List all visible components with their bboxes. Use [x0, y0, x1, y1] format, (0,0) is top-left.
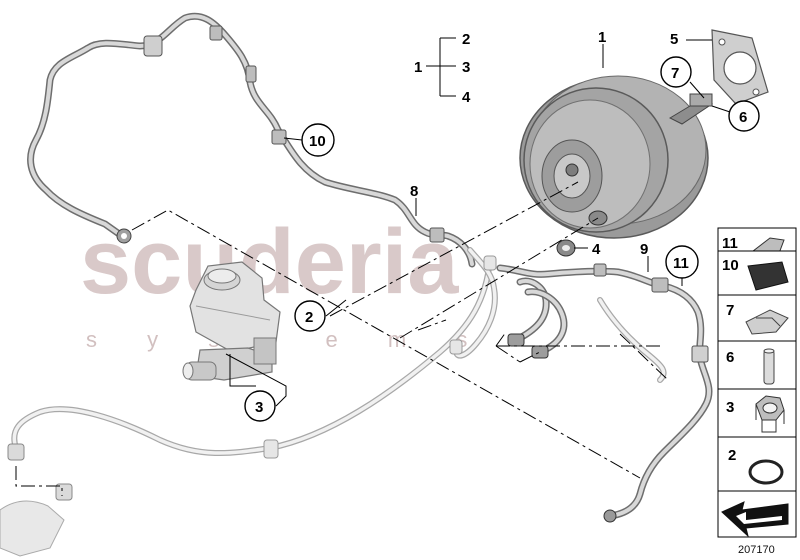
callout-10: 10 — [309, 133, 326, 150]
bracket-label-2: 2 — [462, 31, 470, 48]
callout-2-marker: 2 — [294, 300, 326, 332]
legend-num-7: 7 — [726, 302, 734, 319]
callout-11: 11 — [673, 255, 689, 272]
callout-11-marker: 11 — [665, 245, 699, 279]
callout-7: 7 — [671, 65, 679, 82]
callout-5: 5 — [670, 31, 678, 48]
hex-nut-icon — [755, 395, 785, 433]
spring-clip-icon — [745, 309, 789, 335]
vacuum-hose-upper — [27, 12, 476, 268]
pin-icon — [763, 348, 775, 385]
gasket — [711, 29, 769, 105]
callout-1: 1 — [598, 29, 606, 46]
legend-num-6: 6 — [726, 349, 734, 366]
callout-6: 6 — [739, 109, 747, 126]
leader-lines — [225, 39, 731, 407]
diagram-id: 207170 — [738, 544, 775, 556]
brake-lines-right — [496, 263, 713, 523]
bracket-label-1: 1 — [414, 59, 422, 76]
callout-7-marker: 7 — [660, 56, 692, 88]
callout-2: 2 — [305, 309, 313, 326]
callout-9: 9 — [640, 241, 648, 258]
brake-booster — [519, 75, 714, 239]
legend-num-2: 2 — [728, 447, 736, 464]
foam-pad-icon — [747, 261, 789, 291]
brake-fluid-reservoir — [182, 261, 281, 381]
watermark-main: scuderia — [80, 211, 459, 313]
watermark-sub: s y s t e m s — [86, 327, 489, 352]
legend-num-11: 11 — [722, 235, 738, 252]
reference-lines — [15, 181, 669, 496]
callout-10-marker: 10 — [301, 123, 335, 157]
o-ring-icon — [748, 459, 784, 485]
callout-4: 4 — [592, 241, 601, 258]
bracket-label-4: 4 — [462, 89, 471, 106]
legend-box-3 — [717, 388, 797, 438]
parts-legend: 11 10 7 6 3 — [717, 227, 797, 538]
bracket-label-3: 3 — [462, 59, 470, 76]
callout-6-marker: 6 — [728, 100, 760, 132]
callout-3-marker: 3 — [244, 390, 276, 422]
legend-num-3: 3 — [726, 399, 734, 416]
brake-lines-left — [0, 247, 667, 557]
quantity-bracket: 1 2 3 4 — [414, 31, 471, 106]
callout-8: 8 — [410, 183, 418, 200]
legend-num-10: 10 — [722, 257, 739, 274]
seal-ring — [556, 239, 576, 257]
callout-3: 3 — [255, 399, 263, 416]
arrow-icon — [721, 501, 789, 538]
